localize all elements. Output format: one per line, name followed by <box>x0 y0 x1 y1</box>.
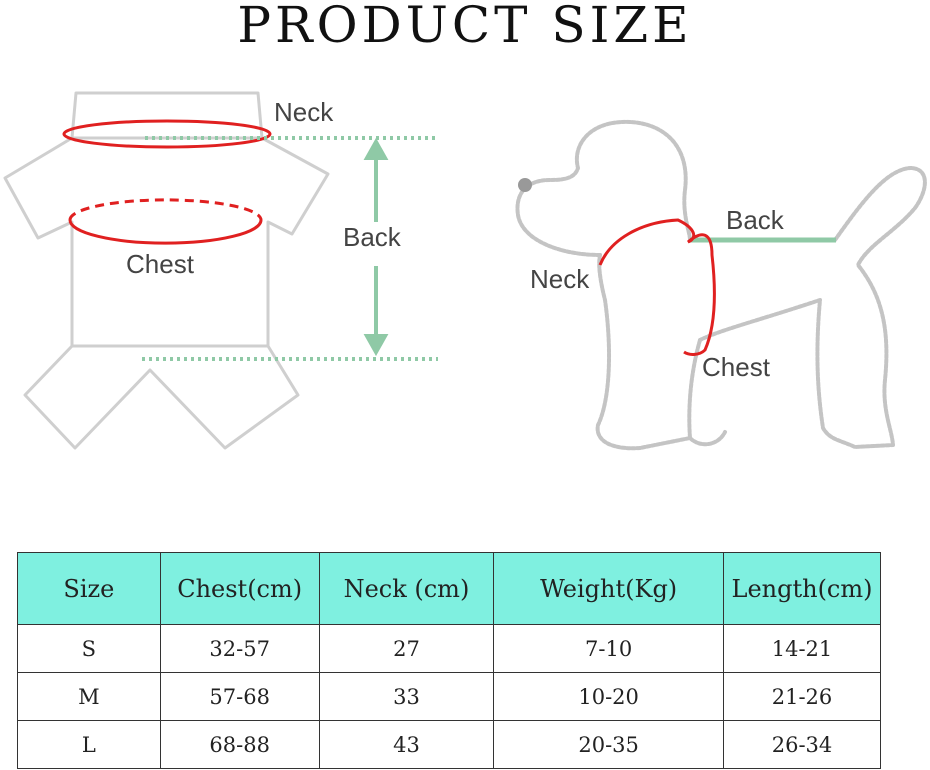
size-diagram <box>3 91 927 451</box>
cell-weight: 10-20 <box>493 672 724 721</box>
cell-length: 14-21 <box>723 624 881 673</box>
cell-neck: 43 <box>318 720 495 769</box>
header-size: Size <box>17 552 161 625</box>
header-neck: Neck (cm) <box>318 552 495 625</box>
cell-size: L <box>17 720 161 769</box>
dog-back-label: Back <box>726 205 784 235</box>
cell-weight: 7-10 <box>493 624 724 673</box>
cell-chest: 57-68 <box>159 672 320 721</box>
cell-neck: 27 <box>318 624 495 673</box>
dog-neck-label: Neck <box>530 264 590 294</box>
cell-chest: 32-57 <box>159 624 320 673</box>
cell-size: S <box>17 624 161 673</box>
dog-chest-label: Chest <box>702 352 770 382</box>
cell-chest: 68-88 <box>159 720 320 769</box>
table-row: L 68-88 43 20-35 26-34 <box>17 720 881 769</box>
cell-length: 21-26 <box>723 672 881 721</box>
page-title: PRODUCT SIZE <box>237 0 693 54</box>
shirt-chest-label: Chest <box>126 249 194 279</box>
neck-measure-line <box>62 119 272 149</box>
dog-neck-chest-measure-line <box>598 218 716 356</box>
cell-neck: 33 <box>318 672 495 721</box>
header-weight: Weight(Kg) <box>493 552 724 625</box>
size-table: Size Chest(cm) Neck (cm) Weight(Kg) Leng… <box>17 552 881 769</box>
cell-weight: 20-35 <box>493 720 724 769</box>
dog-nose-icon <box>518 178 532 192</box>
header-length: Length(cm) <box>723 552 881 625</box>
shirt-neck-label: Neck <box>274 97 334 127</box>
shirt-back-label: Back <box>343 222 401 252</box>
table-header-row: Size Chest(cm) Neck (cm) Weight(Kg) Leng… <box>17 552 881 625</box>
table-row: S 32-57 27 7-10 14-21 <box>17 624 881 673</box>
chest-measure-back-line <box>68 198 263 221</box>
cell-size: M <box>17 672 161 721</box>
dog-outline <box>515 119 927 451</box>
table-row: M 57-68 33 10-20 21-26 <box>17 672 881 721</box>
chest-measure-line <box>68 219 263 245</box>
back-arrow <box>363 137 389 357</box>
cell-length: 26-34 <box>723 720 881 769</box>
header-chest: Chest(cm) <box>159 552 320 625</box>
